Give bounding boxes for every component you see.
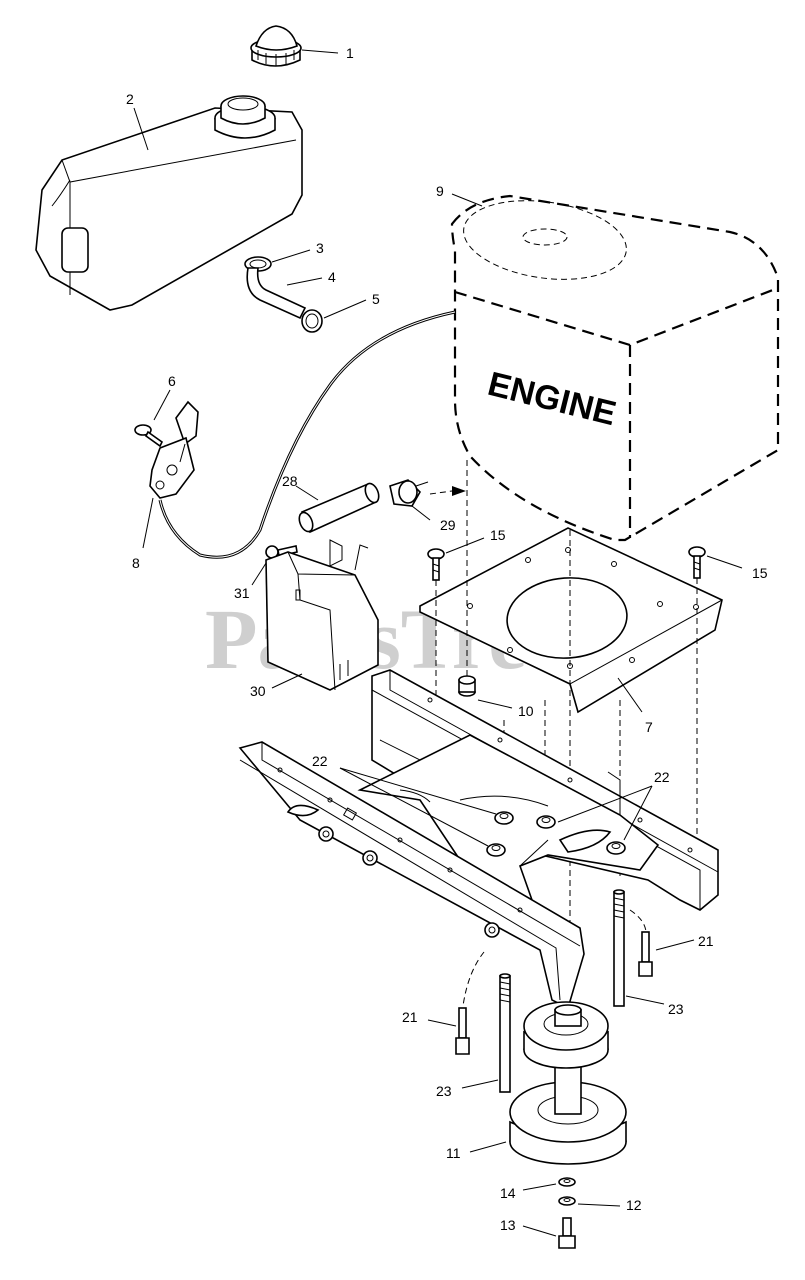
mounting-bolt-right[interactable] xyxy=(688,546,706,579)
mounting-bolt-left[interactable] xyxy=(427,548,445,581)
threaded-rod-right[interactable] xyxy=(613,889,625,1007)
washer[interactable] xyxy=(558,1177,576,1187)
callout-23-right: 23 xyxy=(668,1001,684,1017)
callout-8: 8 xyxy=(132,555,140,571)
engine-hose[interactable] xyxy=(297,481,382,534)
callout-5: 5 xyxy=(372,291,380,307)
lock-nut-4[interactable] xyxy=(606,841,626,855)
callout-29: 29 xyxy=(440,517,456,533)
frame-bolt-b xyxy=(362,850,378,866)
callout-21-left: 21 xyxy=(402,1009,418,1025)
callout-21-right: 21 xyxy=(698,933,714,949)
callout-12: 12 xyxy=(626,1197,642,1213)
engine[interactable]: ENGINE xyxy=(450,191,780,542)
fuel-tank[interactable] xyxy=(35,95,303,311)
lock-nut-2[interactable] xyxy=(486,843,506,857)
carriage-bolt-right[interactable] xyxy=(638,931,653,977)
callout-22-right: 22 xyxy=(654,769,670,785)
frame-bolt-c xyxy=(484,922,500,938)
throttle-screw[interactable] xyxy=(134,424,164,448)
callout-2: 2 xyxy=(126,91,134,107)
callout-28: 28 xyxy=(282,473,298,489)
callout-6: 6 xyxy=(168,373,176,389)
callout-9: 9 xyxy=(436,183,444,199)
fuel-cap[interactable] xyxy=(250,25,302,67)
heat-shield[interactable] xyxy=(265,539,379,691)
spacer[interactable] xyxy=(458,675,476,697)
engine-label: ENGINE xyxy=(484,365,620,433)
frame-bolt-a xyxy=(318,826,334,842)
engine-pulley[interactable] xyxy=(509,1001,627,1165)
callout-13: 13 xyxy=(500,1217,516,1233)
hose-clamp-lower[interactable] xyxy=(301,309,323,333)
engine-mounting-plate[interactable] xyxy=(419,527,723,714)
callout-14: 14 xyxy=(500,1185,516,1201)
callout-7: 7 xyxy=(645,719,653,735)
callout-31: 31 xyxy=(234,585,250,601)
callout-10: 10 xyxy=(518,703,534,719)
callout-15-right: 15 xyxy=(752,565,768,581)
callout-11: 11 xyxy=(446,1145,461,1161)
hose-elbow[interactable] xyxy=(389,479,429,507)
throttle-control[interactable] xyxy=(149,400,199,499)
lock-nut-1[interactable] xyxy=(494,811,514,825)
carriage-bolt-left[interactable] xyxy=(455,1007,470,1055)
callout-23-left: 23 xyxy=(436,1083,452,1099)
callout-4: 4 xyxy=(328,269,336,285)
callout-22-left: 22 xyxy=(312,753,328,769)
callout-15-left: 15 xyxy=(490,527,506,543)
threaded-rod-left[interactable] xyxy=(499,973,511,1093)
callout-3: 3 xyxy=(316,240,324,256)
lock-nut-3[interactable] xyxy=(536,815,556,829)
hose-clamp-upper[interactable] xyxy=(244,256,272,272)
callout-30: 30 xyxy=(250,683,266,699)
callout-1: 1 xyxy=(346,45,354,61)
fuel-line[interactable] xyxy=(246,267,307,320)
lock-washer[interactable] xyxy=(558,1196,576,1206)
pulley-bolt[interactable] xyxy=(558,1217,576,1249)
